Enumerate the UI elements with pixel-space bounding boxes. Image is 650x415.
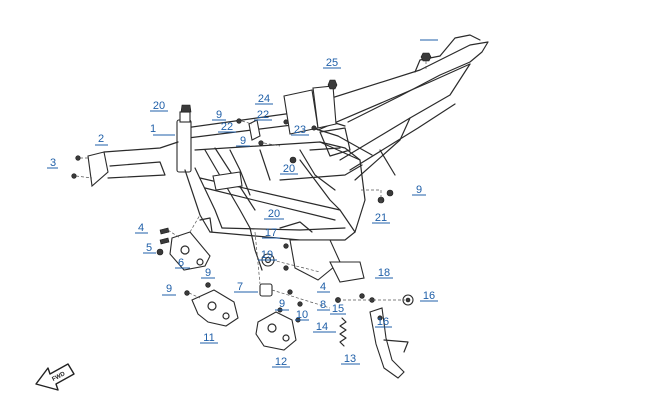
callout-9-c: 9: [412, 184, 426, 196]
callout-label: 9: [416, 184, 422, 196]
callout-label: 9: [166, 283, 172, 295]
callout-20-mid: 20: [280, 163, 298, 175]
callout-label: 16: [377, 316, 389, 328]
callout-4-left: 4: [135, 222, 148, 234]
callout-label: 24: [258, 93, 270, 105]
callout-label: 18: [378, 267, 390, 279]
callout-12: 13: [341, 353, 360, 365]
callout-label: 22: [221, 121, 233, 133]
callout-label: 20: [153, 100, 165, 112]
callout-24: 25: [323, 57, 341, 69]
callout-label: 20: [283, 163, 295, 175]
callout-14: 15: [330, 303, 346, 315]
footrest-plate-left: [184, 282, 239, 327]
callout-6: 6: [175, 257, 190, 269]
callout-label: 9: [205, 267, 211, 279]
callout-18: 19: [258, 249, 277, 261]
callout-label: 9: [279, 298, 285, 310]
side-cover-bolts: [71, 155, 93, 179]
side-cover: [87, 141, 179, 188]
callout-9-a: 9: [212, 109, 226, 121]
callout-label: 2: [98, 133, 104, 145]
callout-label: 4: [320, 281, 326, 293]
callout-label: 6: [178, 257, 184, 269]
callout-9-d: 9: [162, 283, 176, 296]
callout-label: 10: [296, 309, 308, 321]
sidestand-spring: [339, 317, 347, 347]
callout-label: 1: [150, 123, 156, 135]
callout-20-top: 20: [150, 100, 168, 112]
callout-label: 17: [265, 227, 277, 239]
callout-10: 11: [200, 332, 218, 344]
callout-21: 22: [218, 121, 236, 133]
sidestand: [369, 307, 409, 379]
callout-label: 9: [240, 135, 246, 147]
callout-9-b: 9: [236, 135, 250, 147]
callout-16-left: 17: [262, 227, 280, 239]
callout-9-f: 9: [275, 298, 289, 311]
callout-9-g: 10: [295, 309, 309, 321]
callout-label: 21: [375, 212, 387, 224]
callout-label: 20: [268, 208, 280, 220]
footrest-bracket: [156, 214, 213, 271]
callout-3: 3: [47, 157, 58, 169]
callout-4-right: 4: [317, 281, 330, 293]
callout-7: 7: [234, 281, 258, 293]
callout-17: 18: [375, 267, 393, 279]
callout-label: 7: [237, 281, 243, 293]
callout-label: 25: [326, 57, 338, 69]
callout-16-right: 16: [420, 290, 438, 302]
callout-label: 19: [261, 249, 273, 261]
callout-label: 13: [344, 353, 356, 365]
footrest-plate-right: [255, 307, 301, 351]
callout-23: 24: [255, 93, 273, 105]
callout-label: 3: [50, 157, 56, 169]
callout-2: 2: [95, 133, 108, 146]
callout-label: 22: [257, 109, 269, 121]
callout-1: 1: [150, 123, 175, 136]
callout-15: 16: [375, 316, 392, 328]
callout-8: 8: [317, 299, 330, 311]
callout-label: 8: [320, 299, 326, 311]
callout-label: 4: [138, 222, 144, 234]
misc-fasteners: [180, 52, 432, 204]
callout-label: 23: [294, 124, 306, 136]
callout-label: 9: [216, 109, 222, 121]
callout-label: 12: [275, 356, 287, 368]
callout-label: 14: [316, 321, 328, 333]
callout-19: 20: [264, 208, 284, 220]
sidestand-pivot: [335, 293, 414, 321]
main-frame: [176, 34, 489, 283]
callout-22-a: 22: [254, 109, 272, 121]
callout-label: 5: [146, 242, 152, 254]
callout-5: 5: [143, 242, 156, 254]
callout-20-right: 21: [372, 212, 390, 224]
forward-direction-arrow: FWD: [35, 363, 75, 391]
callout-13: 14: [313, 321, 336, 333]
callout-11: 12: [272, 356, 290, 368]
callouts: 1 2 3 4 4 5 6 7 8 9 9 9 9 9 9 10 11 12 1…: [47, 39, 438, 368]
callout-label: 15: [332, 303, 344, 315]
callout-label: 11: [203, 332, 214, 344]
callout-label: 16: [423, 290, 435, 302]
callout-9-e: 9: [201, 267, 215, 279]
callout-22-b: 23: [291, 124, 309, 136]
